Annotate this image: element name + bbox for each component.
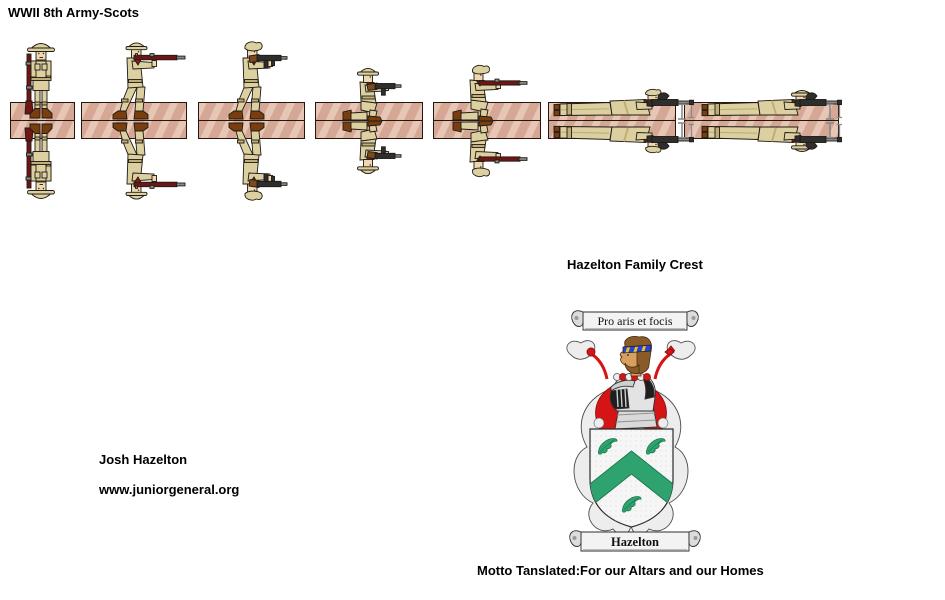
motto-translation: Motto Tanslated:For our Altars and our H… — [477, 563, 764, 578]
soldier-2-mirrored — [104, 121, 186, 201]
soldier-2-upright — [104, 41, 186, 121]
website-credit: www.juniorgeneral.org — [99, 482, 240, 497]
motto-scroll: Pro aris et focis — [571, 310, 699, 331]
soldier-1-upright — [22, 41, 60, 121]
fold-line — [549, 120, 675, 121]
soldier-6-mirrored — [552, 121, 694, 154]
fold-line — [11, 120, 74, 121]
soldier-3-upright — [220, 41, 288, 121]
fold-line — [199, 120, 304, 121]
figure-base-5 — [433, 102, 541, 139]
knight-helmet-graphic — [609, 372, 658, 430]
crest-head-graphic — [613, 336, 652, 381]
figure-strip — [0, 0, 945, 240]
chevron-graphic — [590, 450, 673, 509]
soldier-5-mirrored — [448, 120, 528, 179]
soldier-5-upright — [448, 63, 528, 121]
figure-base-3 — [198, 102, 305, 139]
soldier-1-mirrored — [22, 121, 60, 201]
fold-line — [434, 120, 540, 121]
soldier-7-mirrored — [700, 121, 842, 154]
soldier-3-mirrored — [220, 121, 288, 201]
top-flourish-graphic — [566, 340, 696, 380]
motto-scroll-text: Pro aris et focis — [598, 314, 673, 328]
sheet-title: WWII 8th Army-Scots — [8, 5, 139, 20]
shield-graphic — [589, 428, 674, 528]
fold-line — [316, 120, 422, 121]
soldier-7-upright — [700, 88, 842, 121]
author-credit: Josh Hazelton — [99, 452, 188, 467]
soldier-4-mirrored — [338, 120, 402, 175]
fold-line — [685, 120, 838, 121]
soldier-4-upright — [338, 67, 402, 121]
figure-base-2 — [81, 102, 187, 139]
soldier-6-upright — [552, 88, 694, 121]
name-scroll-text: Hazelton — [611, 535, 659, 549]
family-crest-image: Pro aris et focis Hazelton — [566, 310, 701, 552]
crest-heading: Hazelton Family Crest — [567, 257, 703, 272]
name-scroll: Hazelton — [569, 530, 701, 552]
fold-line — [82, 120, 186, 121]
